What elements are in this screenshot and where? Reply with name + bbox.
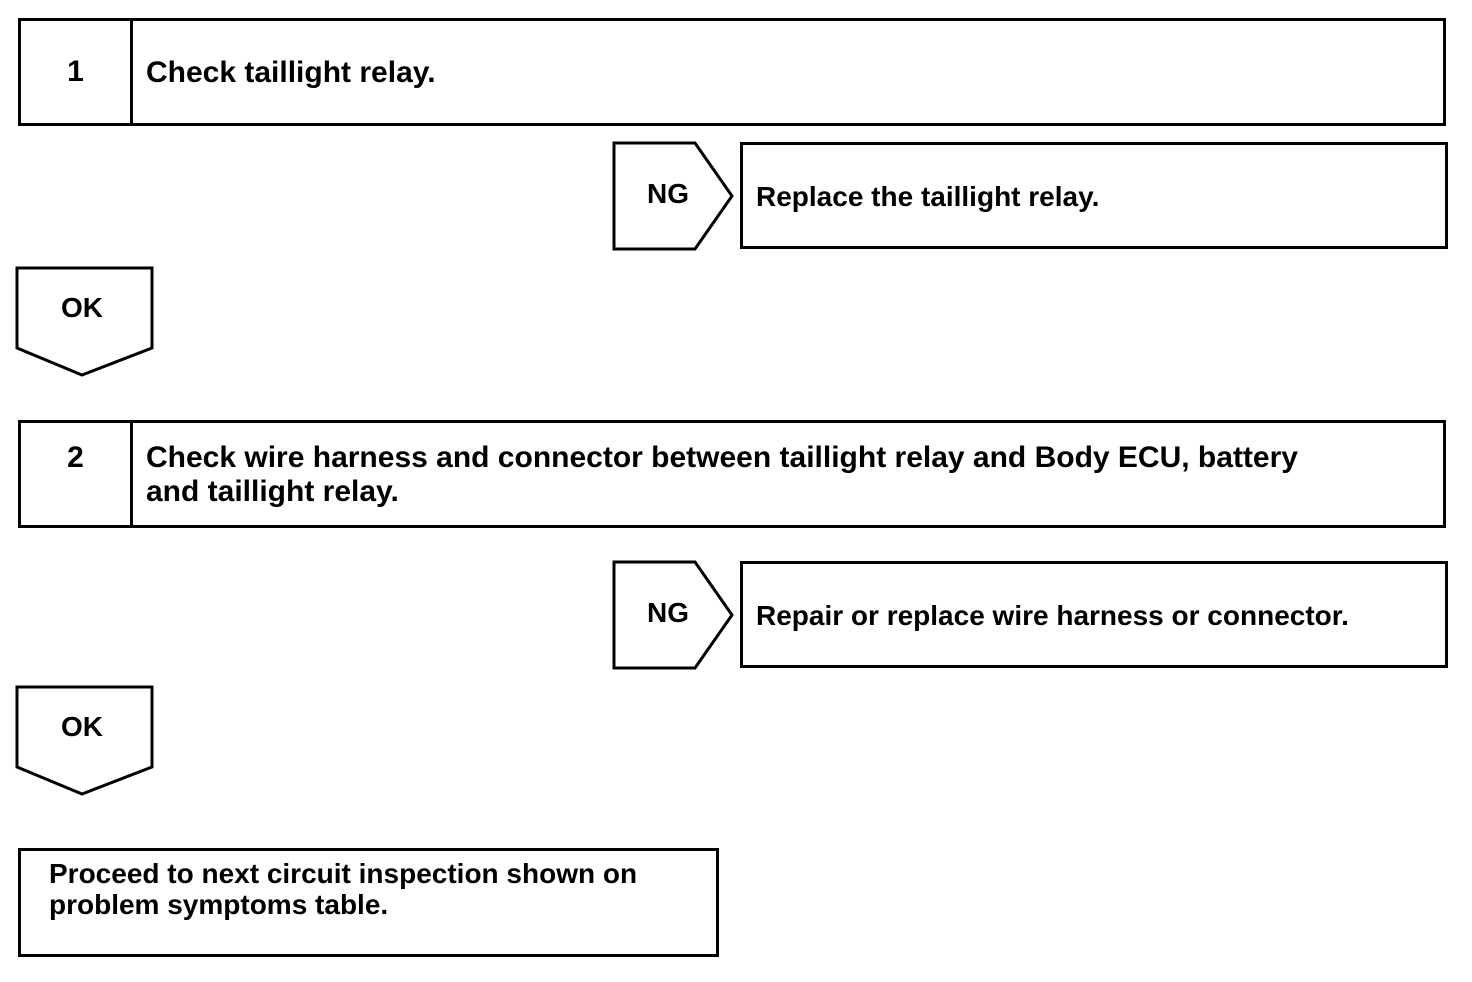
step-2-box: 2 Check wire harness and connector betwe…	[18, 420, 1446, 528]
final-instruction-box: Proceed to next circuit inspection shown…	[18, 848, 719, 957]
step-1-ng-result-box: Replace the taillight relay.	[740, 142, 1448, 249]
step-1-ng-arrow	[612, 141, 734, 251]
step-1-number-text: 1	[67, 55, 84, 88]
step-1-ng-result-text: Replace the taillight relay.	[756, 181, 1100, 212]
step-2-number-text: 2	[67, 441, 84, 474]
step-2-ok-label: OK	[61, 711, 103, 742]
step-1-number: 1	[21, 21, 133, 123]
step-1-ok-label: OK	[61, 292, 103, 323]
step-2-text-line1: Check wire harness and connector between…	[146, 441, 1298, 474]
step-2-text: Check wire harness and connector between…	[146, 441, 1429, 509]
final-instruction-line1: Proceed to next circuit inspection shown…	[49, 858, 638, 889]
step-2-ng-result-box: Repair or replace wire harness or connec…	[740, 561, 1448, 668]
final-instruction-text: Proceed to next circuit inspection shown…	[49, 858, 696, 920]
step-1-ok-arrow	[15, 266, 154, 377]
final-instruction-line2: problem symptoms table.	[49, 889, 389, 920]
step-1-text: Check taillight relay.	[146, 56, 436, 89]
step-2-ng-arrow	[612, 560, 734, 670]
step-2-ok-arrow	[15, 685, 154, 796]
step-2-number: 2	[21, 423, 133, 525]
step-1-box: 1 Check taillight relay.	[18, 18, 1446, 126]
step-2-ng-result-text: Repair or replace wire harness or connec…	[756, 600, 1349, 631]
step-2-ng-label: NG	[647, 597, 689, 628]
step-1-ng-label: NG	[647, 178, 689, 209]
step-2-text-line2: and taillight relay.	[146, 475, 399, 508]
